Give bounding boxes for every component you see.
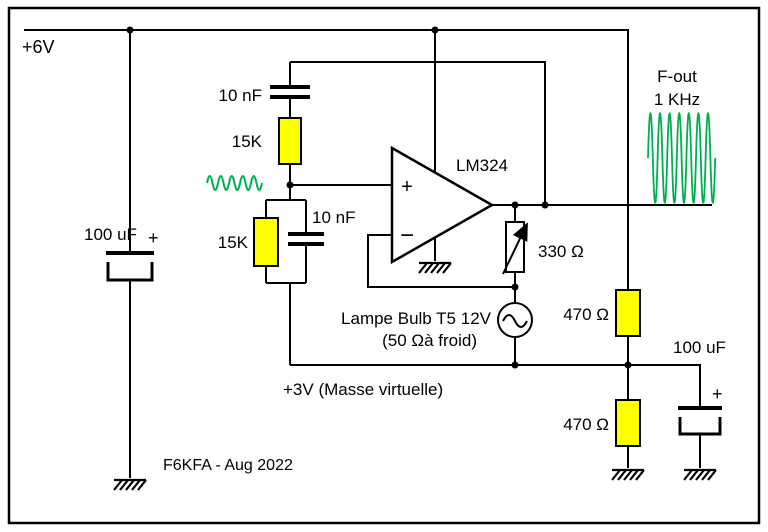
opamp-noninverting-input: + [401,176,413,198]
parallel-capacitor [288,232,324,246]
input-cap-value: 100 uF [84,225,137,244]
series-cap-value: 10 nF [219,86,262,105]
ground-symbol-divider [610,468,646,482]
lamp-subtitle: (50 Ωà froid) [382,331,477,350]
divider-resistor-bottom [615,399,641,447]
series-res-value: 15K [232,132,263,151]
diagram-border [7,6,761,525]
ground-symbol-left [112,478,148,492]
junction-dots [126,26,632,369]
ground-symbol-opamp [417,261,453,275]
supply-voltage-label: +6V [22,37,55,57]
divider-res-bottom-value: 470 Ω [563,415,609,434]
output-cap-polarity: + [712,384,723,404]
input-cap-polarity: + [148,228,159,248]
divider-res-top-value: 470 Ω [563,305,609,324]
output-cap-value: 100 uF [673,338,726,357]
credit-label: F6KFA - Aug 2022 [163,457,293,474]
fout-frequency: 1 KHz [654,90,700,109]
fout-label: F-out [657,67,697,86]
lamp-filament-icon [502,314,528,328]
series-resistor [278,117,302,165]
lamp-title: Lampe Bulb T5 12V [341,309,492,328]
lamp-symbol [497,302,533,338]
gain-trimmer [502,221,528,275]
parallel-cap-value: 10 nF [312,208,355,227]
virtual-ground-label: +3V (Masse virtuelle) [283,380,443,399]
divider-resistor-top [615,289,641,337]
opamp-label: LM324 [456,156,508,175]
trimmer-arrow-icon [502,222,528,275]
input-capacitor [106,251,154,282]
parallel-res-value: 15K [218,233,249,252]
gain-pot-value: 330 Ω [538,242,584,261]
ground-symbol-output-cap [682,468,718,482]
series-capacitor [270,85,310,99]
opamp-inverting-input: − [400,222,414,249]
output-capacitor [678,406,722,436]
opamp-triangle [390,145,495,265]
parallel-resistor [253,217,279,267]
input-sine-wave-icon [206,175,263,191]
output-sine-wave-icon [647,112,717,204]
circuit-wires [24,29,712,478]
